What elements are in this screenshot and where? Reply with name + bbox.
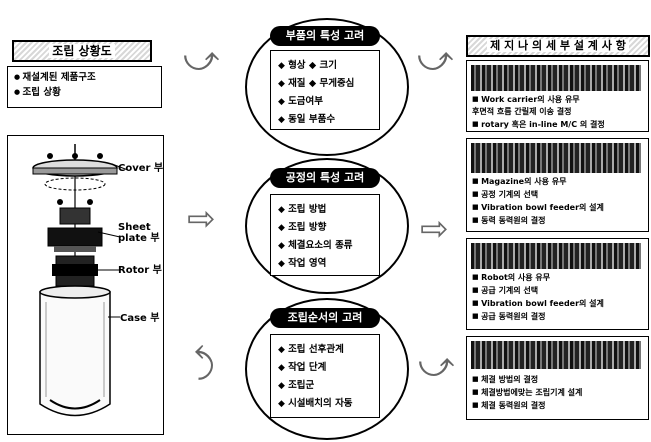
middle-item-3: 체결요소의 종류 (278, 237, 379, 255)
curved-arrow-icon: ⤺ (186, 343, 227, 381)
r3-item-3: Vibration bowl feeder의 설계 (472, 297, 604, 310)
top-item-2: 재질 ◆ 무게중심 (278, 75, 379, 93)
feature-box-middle: 조립 방법 조립 방향 체결요소의 종류 작업 영역 (270, 194, 380, 276)
r4-item-3: 체결 동력원의 결정 (472, 399, 582, 412)
left-item-2: 조립 상황 (14, 85, 161, 100)
section-image-4 (471, 341, 641, 369)
r4-item-1: 체결 방법의 결정 (472, 373, 582, 386)
feature-title-middle: 공정의 특성 고려 (270, 168, 380, 188)
right-arrow-icon: ⇨ (420, 209, 449, 249)
feature-box-top: 형상 ◆ 크기 재질 ◆ 무게중심 도금여부 동일 부품수 (270, 50, 380, 130)
r2-item-3: Vibration bowl feeder의 설계 (472, 201, 604, 214)
feature-title-bottom: 조립순서의 고려 (270, 308, 380, 328)
r2-item-1: Magazine의 사용 유무 (472, 175, 604, 188)
right-section-1: Work carrier의 사용 유무 후면적 흐름 간릴제 이송 결정 rot… (466, 60, 649, 132)
right-section-4: 체결 방법의 결정 체결방법에맞는 조립기계 설계 체결 동력원의 결정 (466, 336, 649, 420)
label-cover: Cover 부 (118, 163, 164, 174)
bottom-item-4: 시설배치의 자동 (278, 395, 379, 413)
feature-box-bottom: 조립 선후관계 작업 단계 조립군 시설배치의 자동 (270, 334, 380, 418)
middle-item-2: 조립 방향 (278, 219, 379, 237)
assembly-drawing (32, 144, 129, 417)
left-item-1: 재설계된 제품구조 (14, 70, 161, 85)
label-sheet: Sheet plate 부 (118, 222, 160, 244)
feature-title-top: 부품의 특성 고려 (270, 26, 380, 46)
middle-item-1: 조립 방법 (278, 201, 379, 219)
right-title-text: 제 지 나 의 세 부 설 계 사 항 (487, 39, 629, 52)
left-title: 조립 상황도 (12, 40, 152, 62)
section-image-1 (471, 65, 641, 91)
r1-item-3: rotary 혹은 in-line M/C 의 결정 (472, 118, 605, 131)
top-item-1: 형상 ◆ 크기 (278, 57, 379, 75)
r3-item-2: 공급 기계의 선택 (472, 284, 604, 297)
right-arrow-icon: ⇨ (187, 199, 216, 239)
r2-item-4: 동력 동력원의 결정 (472, 214, 604, 227)
bottom-item-1: 조립 선후관계 (278, 341, 379, 359)
r4-item-2: 체결방법에맞는 조립기계 설계 (472, 386, 582, 399)
right-title: 제 지 나 의 세 부 설 계 사 항 (466, 35, 650, 57)
curved-arrow-icon: ⤻ (183, 39, 220, 79)
r2-item-2: 공정 기계의 선택 (472, 188, 604, 201)
section-image-2 (471, 143, 641, 173)
r3-item-1: Robot의 사용 유무 (472, 271, 604, 284)
r1-item-1: Work carrier의 사용 유무 (472, 93, 605, 106)
section-image-3 (471, 243, 641, 269)
top-item-4: 동일 부품수 (278, 111, 379, 129)
left-title-text: 조립 상황도 (49, 44, 115, 58)
bottom-item-3: 조립군 (278, 377, 379, 395)
r3-item-4: 공급 동력원의 결정 (472, 310, 604, 323)
middle-item-4: 작업 영역 (278, 255, 379, 273)
right-section-2: Magazine의 사용 유무 공정 기계의 선택 Vibration bowl… (466, 138, 649, 232)
label-case: Case 부 (120, 313, 160, 324)
bottom-item-2: 작업 단계 (278, 359, 379, 377)
curved-arrow-icon: ⤻ (417, 39, 454, 79)
curved-arrow-icon: ⤻ (418, 345, 455, 385)
top-item-3: 도금여부 (278, 93, 379, 111)
left-list-box: 재설계된 제품구조 조립 상황 (7, 66, 162, 108)
r1-item-2: 후면적 흐름 간릴제 이송 결정 (472, 107, 572, 116)
label-rotor: Rotor 부 (118, 265, 162, 276)
right-section-3: Robot의 사용 유무 공급 기계의 선택 Vibration bowl fe… (466, 238, 649, 330)
